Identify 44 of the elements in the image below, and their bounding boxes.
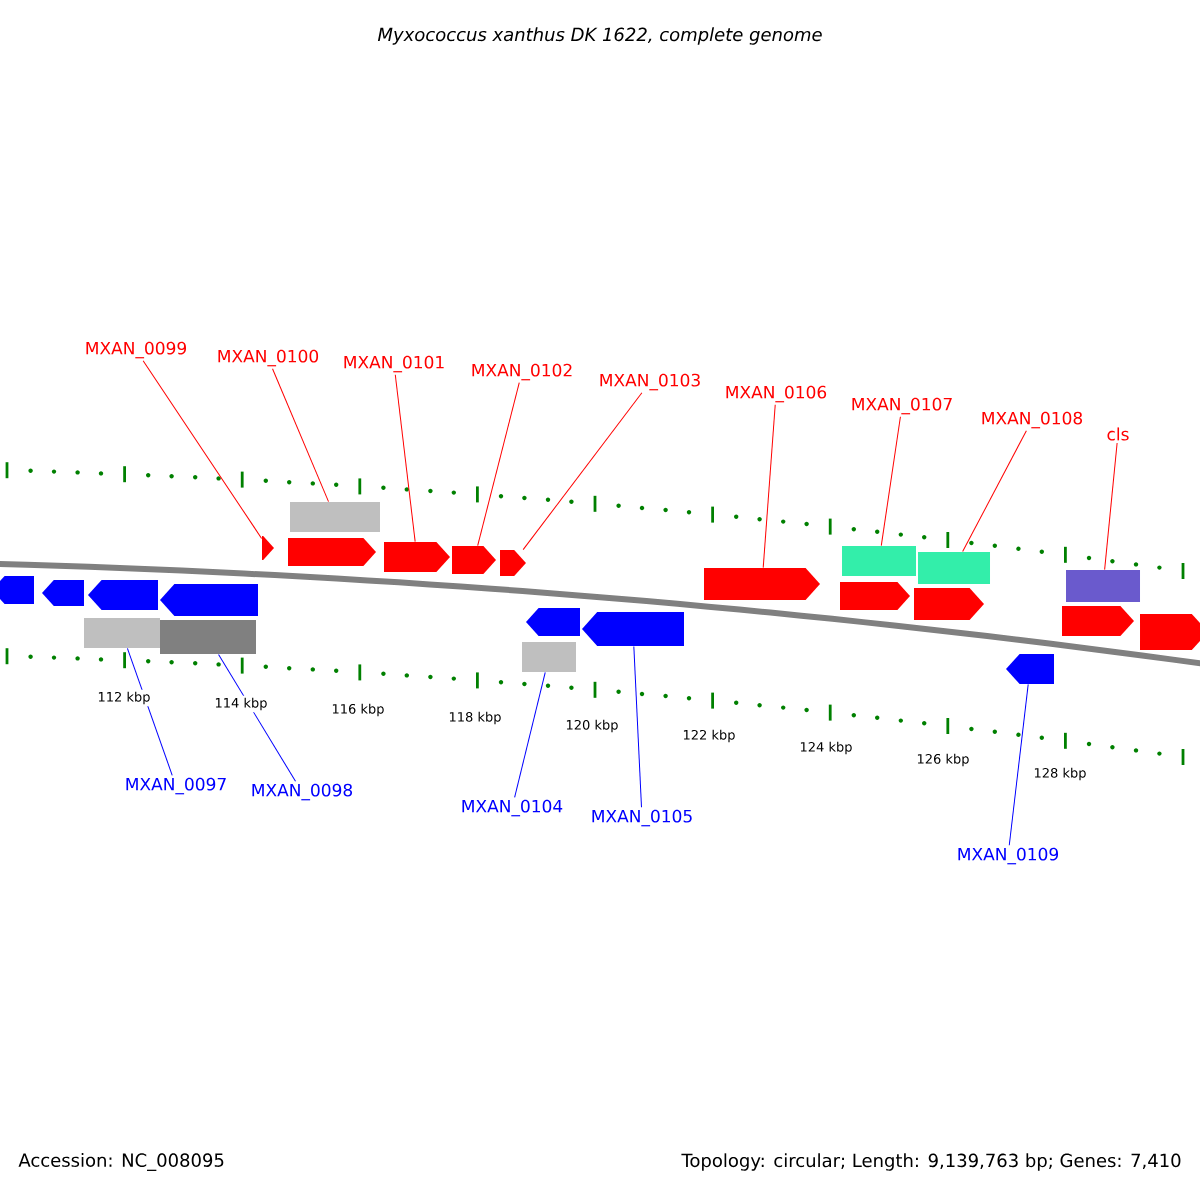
leader-line	[218, 653, 296, 782]
gene-bar	[160, 620, 256, 654]
leader-line	[126, 647, 173, 776]
leader-line	[1008, 683, 1029, 846]
gene-label: MXAN_0103	[600, 373, 700, 391]
gene-label: MXAN_0101	[344, 355, 444, 373]
leader-line	[272, 368, 329, 503]
leader-line	[880, 416, 901, 547]
gene-label: MXAN_0107	[852, 397, 952, 415]
leader-line	[514, 671, 546, 798]
gene-label: cls	[1107, 427, 1129, 441]
gene-label: MXAN_0102	[472, 363, 572, 381]
gene-bar	[522, 642, 576, 672]
gene-label: MXAN_0098	[252, 783, 353, 801]
gene-label: MXAN_0108	[982, 411, 1083, 429]
gene-label: MXAN_0100	[218, 349, 319, 367]
leader-line	[142, 360, 263, 539]
leader-line	[522, 392, 643, 551]
gene-marker	[384, 542, 450, 572]
gene-marker	[262, 536, 274, 560]
gene-marker	[704, 568, 820, 600]
gene-label: MXAN_0104	[462, 799, 563, 817]
leader-line	[762, 404, 776, 569]
gene-bar	[842, 546, 916, 576]
gene-bar	[1066, 570, 1140, 602]
gene-bar	[918, 552, 990, 584]
gene-label: MXAN_0099	[86, 341, 186, 359]
title: Myxococcus xanthus DK 1622, complete genome	[377, 27, 822, 45]
leader-line	[962, 430, 1027, 553]
leader-line	[477, 382, 520, 547]
leader-line	[633, 645, 642, 808]
gene-bar	[84, 618, 160, 648]
leader-line	[1104, 442, 1118, 571]
gene-marker	[500, 550, 526, 576]
gene-marker	[452, 546, 496, 574]
footer-text: Topology: circular; Length: 9,139,763 bp; Genes: 7,410	[681, 1153, 1181, 1171]
gene-marker	[1006, 654, 1054, 684]
gene-label: MXAN_0109	[958, 847, 1058, 865]
gene-bar	[290, 502, 380, 532]
gene-label: MXAN_0097	[126, 777, 226, 795]
footer-text: Accession: NC_008095	[18, 1153, 224, 1171]
leader-line	[394, 374, 416, 543]
gene-label: MXAN_0106	[726, 385, 827, 403]
gene-label: MXAN_0105	[592, 809, 692, 827]
